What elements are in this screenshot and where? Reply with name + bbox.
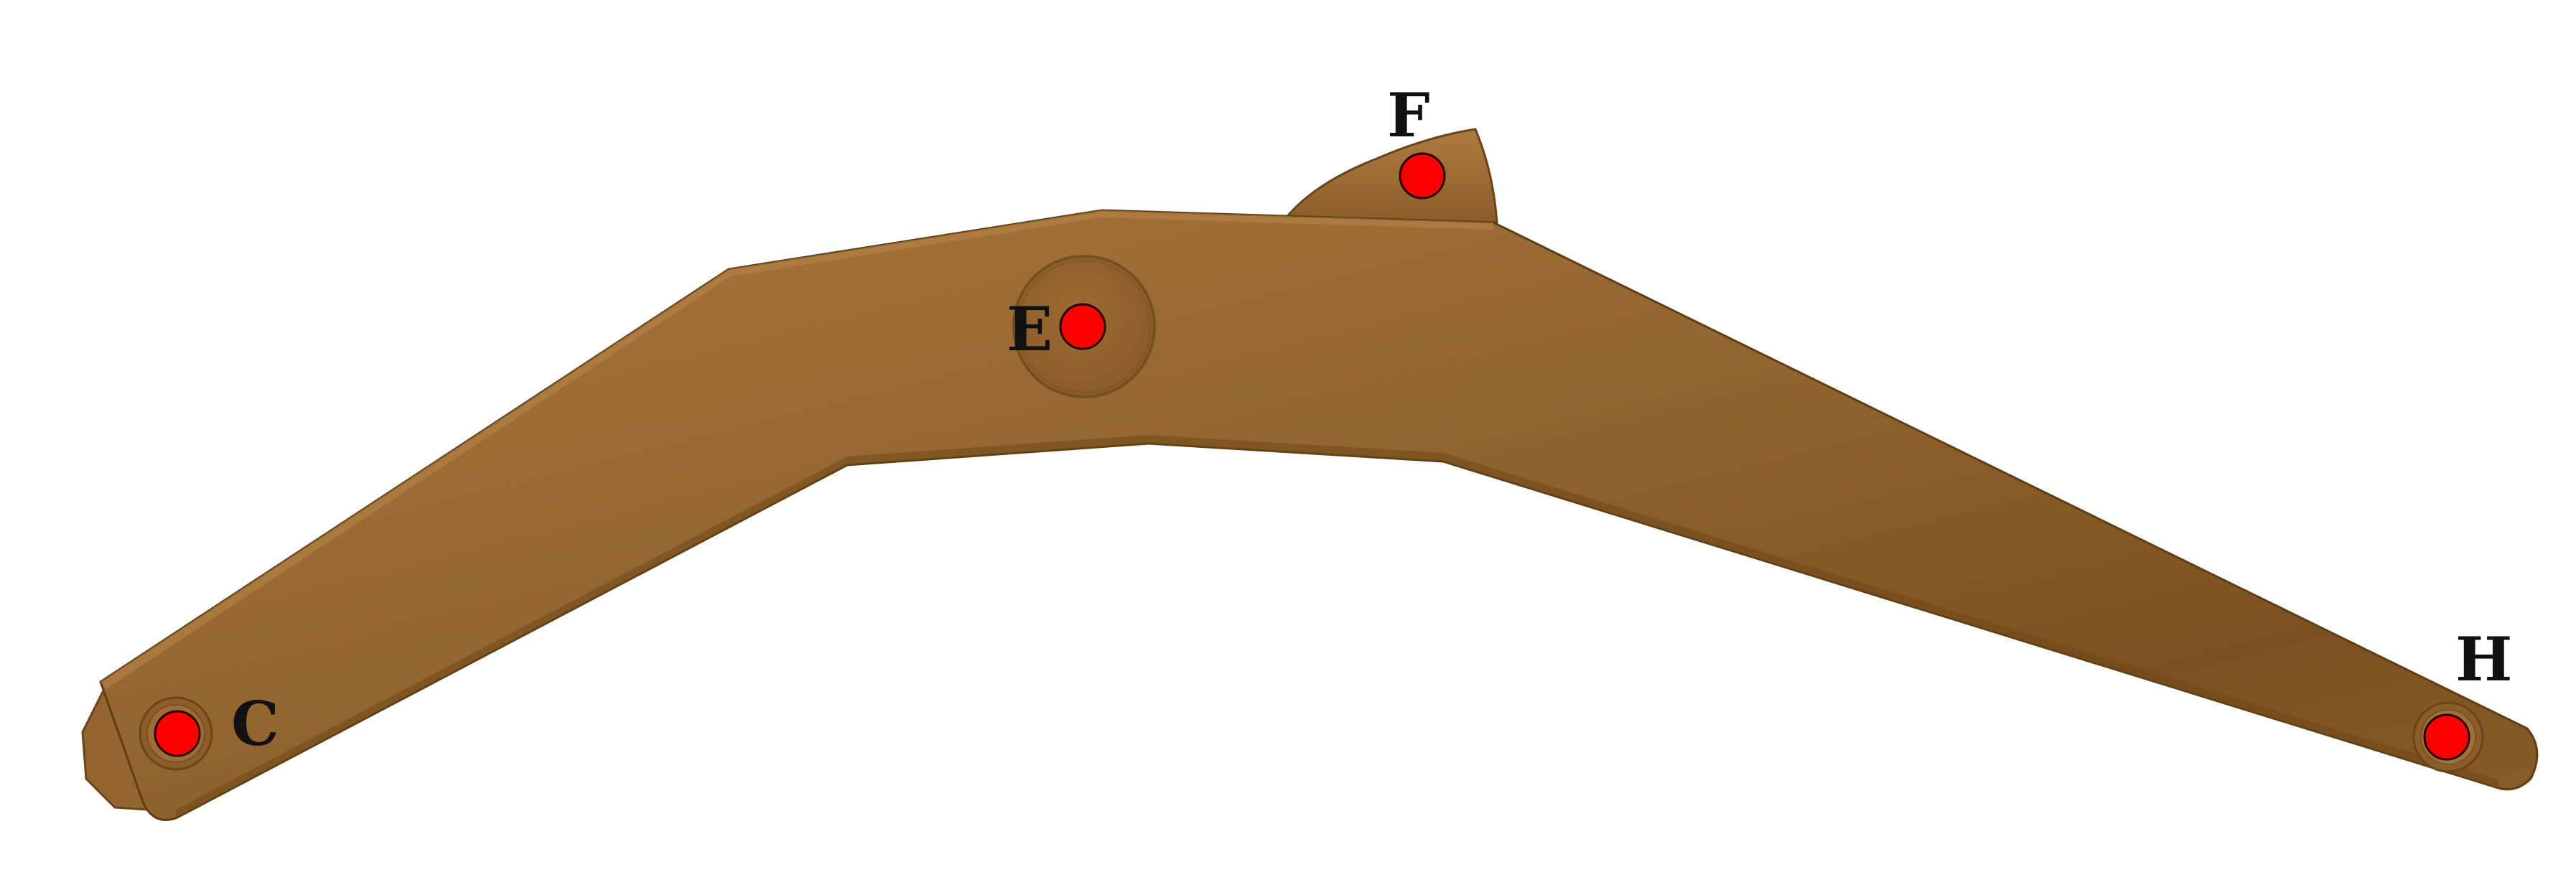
link-body xyxy=(99,209,2539,821)
joint-marker-c xyxy=(154,710,201,757)
joint-marker-h xyxy=(2423,713,2470,761)
boss-e-inner-shadow xyxy=(1017,259,1152,394)
joint-marker-e xyxy=(1059,303,1106,350)
lug-f xyxy=(1282,128,1498,224)
joint-label-h: H xyxy=(2455,624,2512,695)
joint-label-e: E xyxy=(1007,294,1053,365)
joint-marker-f xyxy=(1399,152,1446,200)
joint-label-f: F xyxy=(1387,80,1430,151)
joint-label-c: C xyxy=(231,688,279,759)
